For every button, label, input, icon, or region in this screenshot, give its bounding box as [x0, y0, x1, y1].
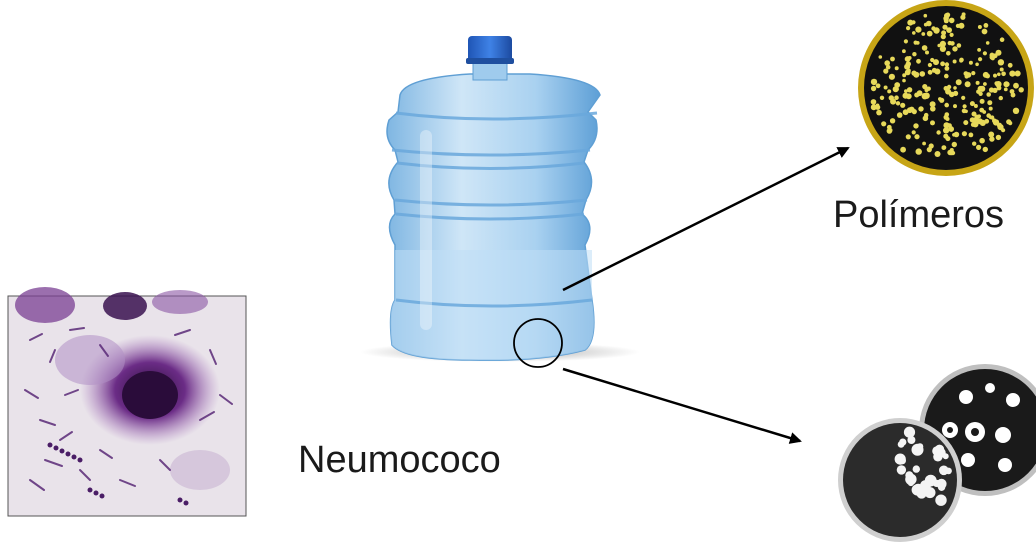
- water-jug-image: [360, 36, 640, 362]
- label-polimeros: Polímeros: [833, 196, 1004, 234]
- petri-dish-yellow-image: [858, 0, 1034, 176]
- arrow-to-polimeros: [563, 148, 848, 290]
- micrograph-image: [8, 287, 246, 516]
- label-neumococo: Neumococo: [298, 441, 501, 479]
- arrow-to-dishes: [563, 369, 800, 441]
- petri-dishes-bw-image: [838, 364, 1036, 542]
